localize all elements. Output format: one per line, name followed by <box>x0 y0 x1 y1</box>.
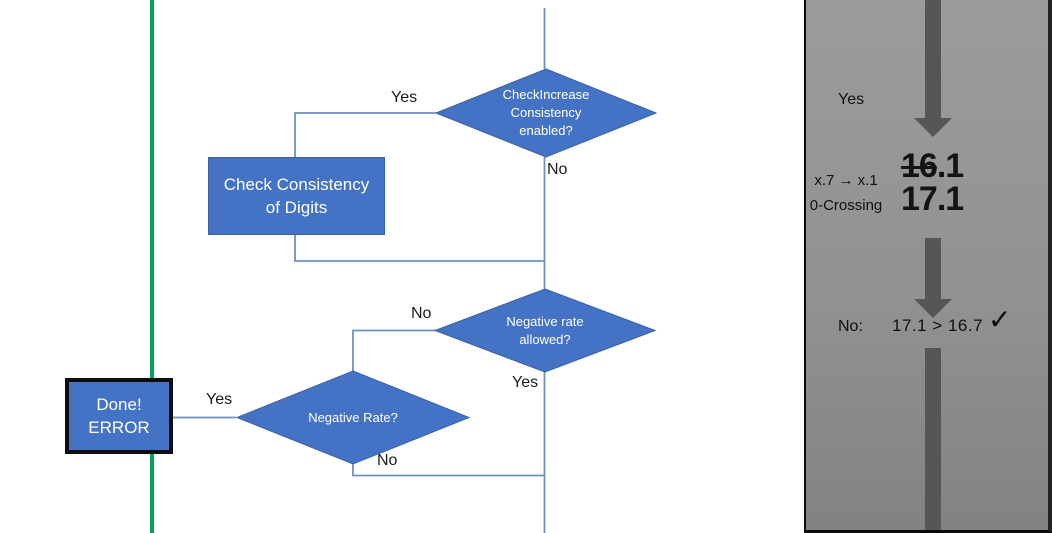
branch-label-check-increase-no: No <box>547 161 568 178</box>
decision-text-check-increase: CheckIncrease Consistency enabled? <box>502 87 590 138</box>
panel-arrow1-shaft <box>925 0 941 119</box>
panel-new-value: 17.1 <box>901 180 964 218</box>
decision-text-negative-rate-allowed: Negative rate allowed? <box>506 314 584 347</box>
terminal-box-done-error: Done! ERROR <box>65 378 173 454</box>
panel-yes-label: Yes <box>838 91 865 108</box>
connector-check-increase-yes <box>294 112 436 157</box>
connector-process-to-main-line <box>294 235 544 262</box>
branch-label-negative-rate-no: No <box>377 452 398 469</box>
branch-label-check-increase-yes: Yes <box>391 89 418 106</box>
panel-old-value: 16.1 <box>901 147 964 185</box>
panel-comparison-text: 17.1 > 16.7 <box>892 316 984 335</box>
panel-rule-line1: x.7 → x.1 <box>814 172 878 189</box>
branch-label-rate-allowed-no: No <box>411 305 432 322</box>
decision-diamond-negative-rate <box>235 370 471 465</box>
panel-arrow2-shaft <box>925 238 941 300</box>
branch-label-rate-allowed-yes: Yes <box>512 374 539 391</box>
panel-value-change: 16.1 17.1 <box>901 147 964 218</box>
connector-negative-rate-no <box>352 464 544 477</box>
connector-lines <box>172 8 546 533</box>
panel-old-value-struck: 16 <box>901 147 938 185</box>
decision-diamonds <box>235 68 658 465</box>
branch-label-negative-rate-yes: Yes <box>206 391 233 408</box>
panel-no-label: No: <box>838 318 863 335</box>
panel-arrow2-head <box>914 299 952 318</box>
decision-text-negative-rate: Negative Rate? <box>308 410 398 425</box>
panel-arrow1-head <box>914 118 952 137</box>
panel-rule-text: x.7 → x.1 0-Crossing <box>799 168 893 218</box>
checkmark-icon: ✓ <box>988 304 1012 335</box>
process-box-check-consistency: Check Consistency of Digits <box>208 157 385 235</box>
connector-rate-allowed-no <box>352 329 437 371</box>
decision-diamond-negative-rate-allowed <box>433 288 657 373</box>
green-vertical-line <box>150 0 154 533</box>
panel-rule-line2: 0-Crossing <box>809 197 883 214</box>
decision-diamond-check-increase <box>434 68 658 158</box>
panel-arrows <box>914 0 952 530</box>
panel-old-value-suffix: .1 <box>936 147 964 185</box>
panel-arrow3-shaft <box>925 348 941 530</box>
